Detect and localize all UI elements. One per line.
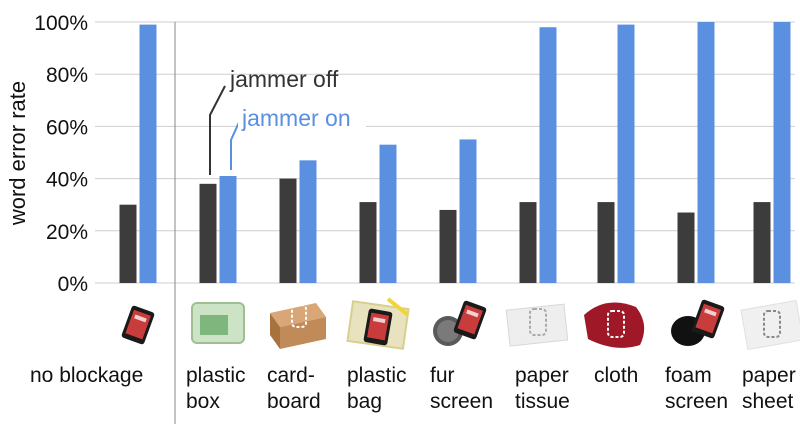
category-label: sheet: [742, 390, 794, 413]
y-tick-labels: 0% 20% 40% 60% 80% 100%: [34, 12, 88, 296]
bar-jammer-off: [677, 212, 695, 283]
bar-jammer-on: [219, 175, 237, 283]
bar-jammer-off: [439, 209, 457, 283]
category-label: fur: [430, 364, 455, 387]
category-label: bag: [347, 390, 382, 413]
y-tick-label: 80%: [46, 64, 88, 87]
category-label: board: [267, 390, 321, 413]
cardboard-icon: [270, 303, 326, 349]
bar-jammer-off: [597, 202, 615, 283]
annotation-line-on: [230, 119, 241, 170]
bar-jammer-off: [279, 178, 297, 283]
annotations: jammer off jammer on: [209, 66, 366, 175]
category-label: cloth: [594, 364, 638, 387]
bar-jammer-on: [139, 24, 157, 284]
category-label: foam: [665, 364, 712, 387]
category-label: card-: [267, 364, 315, 387]
paper-tissue-icon: [505, 303, 569, 347]
bar-jammer-on: [379, 144, 397, 283]
category-label: plastic: [186, 364, 246, 387]
y-tick-label: 60%: [46, 116, 88, 139]
y-tick-label: 0%: [58, 273, 88, 296]
blockage-icons: [121, 297, 800, 351]
fur-screen-icon: [433, 300, 487, 346]
bar-jammer-on: [299, 160, 317, 283]
category-labels: no blockage plastic box card-board plastic ba…: [30, 364, 796, 413]
bar-jammer-off: [199, 183, 217, 283]
category-label: tissue: [515, 390, 570, 413]
bar-jammer-off: [519, 202, 537, 283]
y-tick-label: 20%: [46, 221, 88, 244]
bar-jammer-off: [359, 202, 377, 283]
foam-screen-icon: [671, 299, 725, 346]
bar-jammer-on: [539, 27, 557, 283]
category-label: paper: [742, 364, 796, 387]
annotation-line-off: [209, 85, 226, 175]
annotation-jammer-off: jammer off: [229, 66, 339, 92]
category-label: screen: [665, 390, 728, 413]
y-axis-label: word error rate: [5, 81, 30, 226]
bars: [119, 22, 791, 284]
bar-jammer-on: [617, 24, 635, 284]
category-label: paper: [515, 364, 569, 387]
bar-jammer-off: [753, 202, 771, 283]
category-label: screen: [430, 390, 493, 413]
annotation-jammer-on: jammer on: [241, 105, 351, 131]
y-tick-label: 40%: [46, 169, 88, 192]
plastic-bag-icon: [346, 297, 410, 350]
category-label: plastic: [347, 364, 407, 387]
cloth-icon: [584, 302, 645, 348]
bar-jammer-off: [119, 204, 137, 283]
plastic-box-icon: [191, 302, 245, 344]
bar-jammer-on: [697, 22, 715, 283]
bar-jammer-on: [773, 22, 791, 283]
paper-sheet-icon: [740, 299, 800, 351]
annotation-on-backdrop: [238, 101, 366, 131]
y-tick-label: 100%: [34, 12, 88, 35]
category-label: no blockage: [30, 364, 143, 387]
bar-jammer-on: [459, 139, 477, 283]
phone-icon: [121, 305, 155, 345]
category-label: box: [186, 390, 220, 413]
